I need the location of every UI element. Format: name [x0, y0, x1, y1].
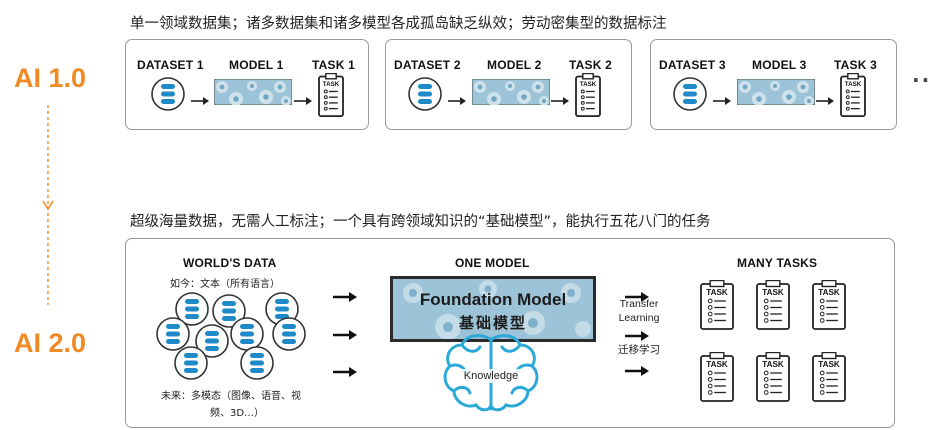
svg-text:TASK: TASK — [706, 288, 728, 297]
svg-text:TASK: TASK — [818, 360, 840, 369]
arrow-1b — [294, 90, 312, 109]
foundation-model-box: Foundation Model 基础模型 — [390, 276, 596, 342]
data-cluster — [150, 290, 320, 382]
task-icon: TASK — [812, 351, 846, 406]
task-icon: TASK — [756, 351, 790, 406]
transfer-learning-cn: 迁移学习 — [618, 344, 660, 356]
ai-2-label: AI 2.0 — [14, 328, 87, 358]
svg-text:TASK: TASK — [762, 288, 784, 297]
svg-text:TASK: TASK — [845, 81, 862, 88]
model-3-label: MODEL 3 — [752, 58, 807, 72]
dataset-1-icon — [151, 77, 185, 115]
foundation-model-cn-label: 基础模型 — [458, 314, 527, 332]
db-icon — [265, 292, 299, 330]
dataset-1-label: DATASET 1 — [137, 58, 204, 72]
dataset-2-icon — [408, 77, 442, 115]
input-arrow-1 — [333, 287, 357, 306]
knowledge-label: Knowledge — [463, 370, 519, 382]
arrow-2b — [551, 90, 569, 109]
ai-2-caption: 超级海量数据，无需人工标注；一个具有跨领域知识的“基础模型”，能执行五花八门的任… — [130, 214, 711, 230]
output-arrow-1 — [625, 287, 649, 306]
svg-text:TASK: TASK — [762, 360, 784, 369]
task-1-label: TASK 1 — [312, 58, 355, 72]
db-icon — [240, 346, 274, 384]
ai-1-label: AI 1.0 — [14, 63, 87, 93]
foundation-model-label: Foundation Model — [419, 290, 567, 309]
arrow-1a — [191, 90, 209, 109]
task-icon: TASK — [756, 279, 790, 334]
more-ellipsis: ·· — [912, 68, 932, 92]
dataset-3-icon — [673, 77, 707, 115]
now-text-label: 如今：文本（所有语言） — [170, 279, 280, 290]
task-3-icon: TASK — [840, 72, 866, 121]
db-icon — [195, 324, 229, 362]
transfer-learning-line2: Learning — [618, 312, 660, 324]
many-tasks-title: MANY TASKS — [737, 256, 818, 270]
future-text-label-line2: 频、3D…） — [210, 408, 265, 419]
db-icon — [175, 292, 209, 330]
svg-text:TASK: TASK — [580, 81, 597, 88]
model-3-icon — [736, 78, 816, 109]
output-arrow-3 — [625, 361, 649, 380]
model-2-icon — [471, 78, 551, 109]
brain-icon — [443, 334, 539, 412]
model-1-icon — [213, 78, 293, 109]
gear-pattern — [403, 280, 591, 339]
dataset-2-label: DATASET 2 — [394, 58, 461, 72]
arrow-3b — [816, 90, 834, 109]
db-icon — [272, 317, 306, 355]
model-2-label: MODEL 2 — [487, 58, 542, 72]
task-icon: TASK — [700, 279, 734, 334]
task-1-icon: TASK — [318, 72, 344, 121]
task-2-label: TASK 2 — [569, 58, 612, 72]
one-model-title: ONE MODEL — [455, 256, 530, 270]
db-icon — [212, 294, 246, 332]
task-2-icon: TASK — [575, 72, 601, 121]
transfer-learning-line1: Transfer — [619, 298, 659, 310]
svg-text:TASK: TASK — [706, 360, 728, 369]
evolution-arrow — [42, 105, 54, 305]
arrow-3a — [713, 90, 731, 109]
db-icon — [174, 346, 208, 384]
svg-text:TASK: TASK — [323, 81, 340, 88]
arrow-2a — [448, 90, 466, 109]
input-arrow-2 — [333, 325, 357, 344]
task-3-label: TASK 3 — [834, 58, 877, 72]
model-1-label: MODEL 1 — [229, 58, 284, 72]
svg-text:TASK: TASK — [818, 288, 840, 297]
db-icon — [156, 317, 190, 355]
db-icon — [230, 317, 264, 355]
ai-1-caption: 单一领域数据集；诸多数据集和诸多模型各成孤岛缺乏纵效；劳动密集型的数据标注 — [130, 16, 667, 32]
worlds-data-title: WORLD'S DATA — [183, 256, 277, 270]
output-arrow-2 — [625, 326, 649, 345]
input-arrow-3 — [333, 362, 357, 381]
task-icon: TASK — [700, 351, 734, 406]
task-icon: TASK — [812, 279, 846, 334]
dataset-3-label: DATASET 3 — [659, 58, 726, 72]
future-text-label-line1: 未来：多模态（图像、语音、视 — [161, 391, 301, 402]
